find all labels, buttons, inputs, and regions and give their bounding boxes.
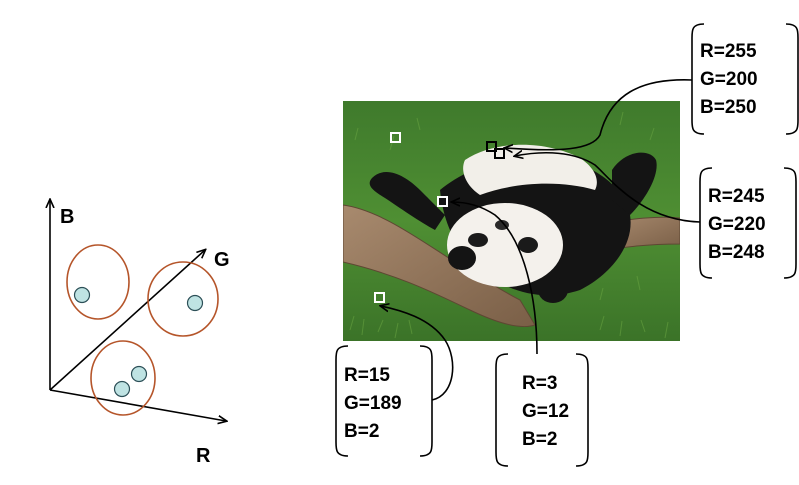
callout-line: B=2 bbox=[344, 421, 379, 442]
g-axis bbox=[49, 250, 205, 391]
callout-black: R=3 G=12 B=2 bbox=[495, 353, 589, 467]
callout-line: B=2 bbox=[522, 429, 557, 450]
color-point bbox=[73, 286, 91, 304]
panda-head bbox=[447, 203, 563, 287]
color-point bbox=[130, 365, 148, 383]
arrow-grass bbox=[381, 306, 454, 401]
color-point bbox=[113, 380, 131, 398]
callout-line: R=15 bbox=[344, 365, 390, 386]
sample-marker bbox=[486, 141, 497, 152]
sample-markers bbox=[374, 132, 505, 303]
arrow-white-top bbox=[505, 79, 693, 150]
callout-line: R=255 bbox=[700, 41, 757, 62]
rgb-space: B G R bbox=[50, 200, 230, 467]
r-axis bbox=[49, 389, 226, 421]
arrow-black bbox=[452, 202, 538, 355]
callout-line: B=250 bbox=[700, 97, 757, 118]
sample-marker bbox=[390, 132, 401, 143]
callout-line: B=248 bbox=[708, 242, 765, 263]
arrow-white-mid bbox=[515, 153, 701, 223]
callout-line: G=200 bbox=[700, 69, 758, 90]
cluster-ellipse-top-left bbox=[66, 244, 130, 320]
callout-line: G=220 bbox=[708, 214, 766, 235]
callout-line: G=189 bbox=[344, 393, 402, 414]
color-point bbox=[186, 294, 204, 312]
panda-photo bbox=[343, 101, 680, 341]
sample-marker bbox=[494, 148, 505, 159]
cluster-ellipse-right bbox=[147, 261, 219, 337]
r-axis-label: R bbox=[196, 445, 211, 467]
g-axis-label: G bbox=[214, 249, 230, 271]
sample-marker bbox=[374, 292, 385, 303]
callout-white-mid: R=245 G=220 B=248 bbox=[699, 167, 797, 279]
callout-line: R=245 bbox=[708, 186, 765, 207]
callout-grass: R=15 G=189 B=2 bbox=[335, 345, 433, 457]
callout-line: G=12 bbox=[522, 401, 569, 422]
sample-marker bbox=[437, 196, 448, 207]
cluster-ellipse-bottom bbox=[90, 340, 156, 416]
tree-branch bbox=[343, 204, 536, 328]
b-axis-label: B bbox=[60, 206, 74, 228]
callout-line: R=3 bbox=[522, 373, 557, 394]
callout-white-top: R=255 G=200 B=250 bbox=[691, 23, 799, 135]
leader-arrows bbox=[381, 79, 701, 401]
